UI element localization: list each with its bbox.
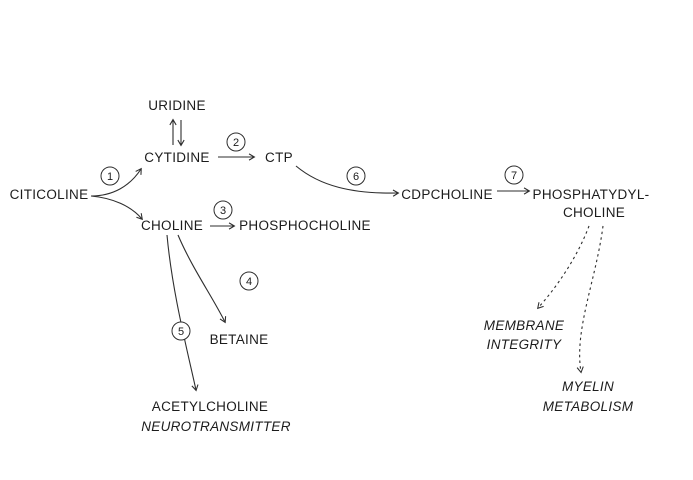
node-phosphocholine: PHOSPHOCHOLINE xyxy=(239,218,371,233)
outcome-membrane-line1: MEMBRANE xyxy=(484,318,565,333)
node-cdpcholine: CDPCHOLINE xyxy=(401,187,493,202)
arrow-choline-to-betaine xyxy=(177,234,227,324)
step-badge-4: 4 xyxy=(239,271,259,291)
node-phosphatidylcholine-line2: CHOLINE xyxy=(563,205,625,220)
step-circle-5 xyxy=(171,321,191,341)
outcome-myelin-line2: METABOLISM xyxy=(543,399,634,414)
node-choline: CHOLINE xyxy=(141,218,203,233)
node-betaine: BETAINE xyxy=(210,332,269,347)
arrow-citicoline-to-choline xyxy=(90,195,143,221)
step-number-2: 2 xyxy=(233,137,239,149)
step-number-5: 5 xyxy=(178,326,184,338)
step-circle-6 xyxy=(346,166,366,186)
node-acetylcholine: ACETYLCHOLINE xyxy=(152,399,268,414)
step-badge-3: 3 xyxy=(213,200,233,220)
step-badge-5: 5 xyxy=(171,321,191,341)
node-uridine: URIDINE xyxy=(148,98,206,113)
node-citicoline: CITICOLINE xyxy=(10,187,89,202)
step-badge-2: 2 xyxy=(226,132,246,152)
node-ctp: CTP xyxy=(265,150,293,165)
step-number-3: 3 xyxy=(220,205,226,217)
arrow-choline-to-acetylcholine xyxy=(166,234,199,392)
step-number-1: 1 xyxy=(107,171,113,183)
node-phosphatidylcholine-line1: PHOSPHATYDYL- xyxy=(533,187,650,202)
step-badge-1: 1 xyxy=(100,166,120,186)
outcome-myelin-line1: MYELIN xyxy=(562,379,614,394)
step-circle-1 xyxy=(100,166,120,186)
arrow-phosphatidylcholine-to-membrane-integrity xyxy=(537,225,590,310)
step-number-7: 7 xyxy=(511,170,517,182)
step-circle-7 xyxy=(504,165,524,185)
step-badge-6: 6 xyxy=(346,166,366,186)
arrow-phosphatidylcholine-to-myelin-metabolism xyxy=(576,225,604,374)
node-cytidine: CYTIDINE xyxy=(144,150,209,165)
arrow-citicoline-to-cytidine xyxy=(90,167,142,197)
step-number-6: 6 xyxy=(353,171,359,183)
outcome-membrane-line2: INTEGRITY xyxy=(487,337,562,352)
label-neurotransmitter: NEUROTRANSMITTER xyxy=(141,419,291,434)
step-badge-7: 7 xyxy=(504,165,524,185)
arrow-ctp-to-cdpcholine xyxy=(295,165,400,197)
step-circle-2 xyxy=(226,132,246,152)
step-circle-3 xyxy=(213,200,233,220)
step-number-4: 4 xyxy=(246,276,252,288)
step-circle-4 xyxy=(239,271,259,291)
